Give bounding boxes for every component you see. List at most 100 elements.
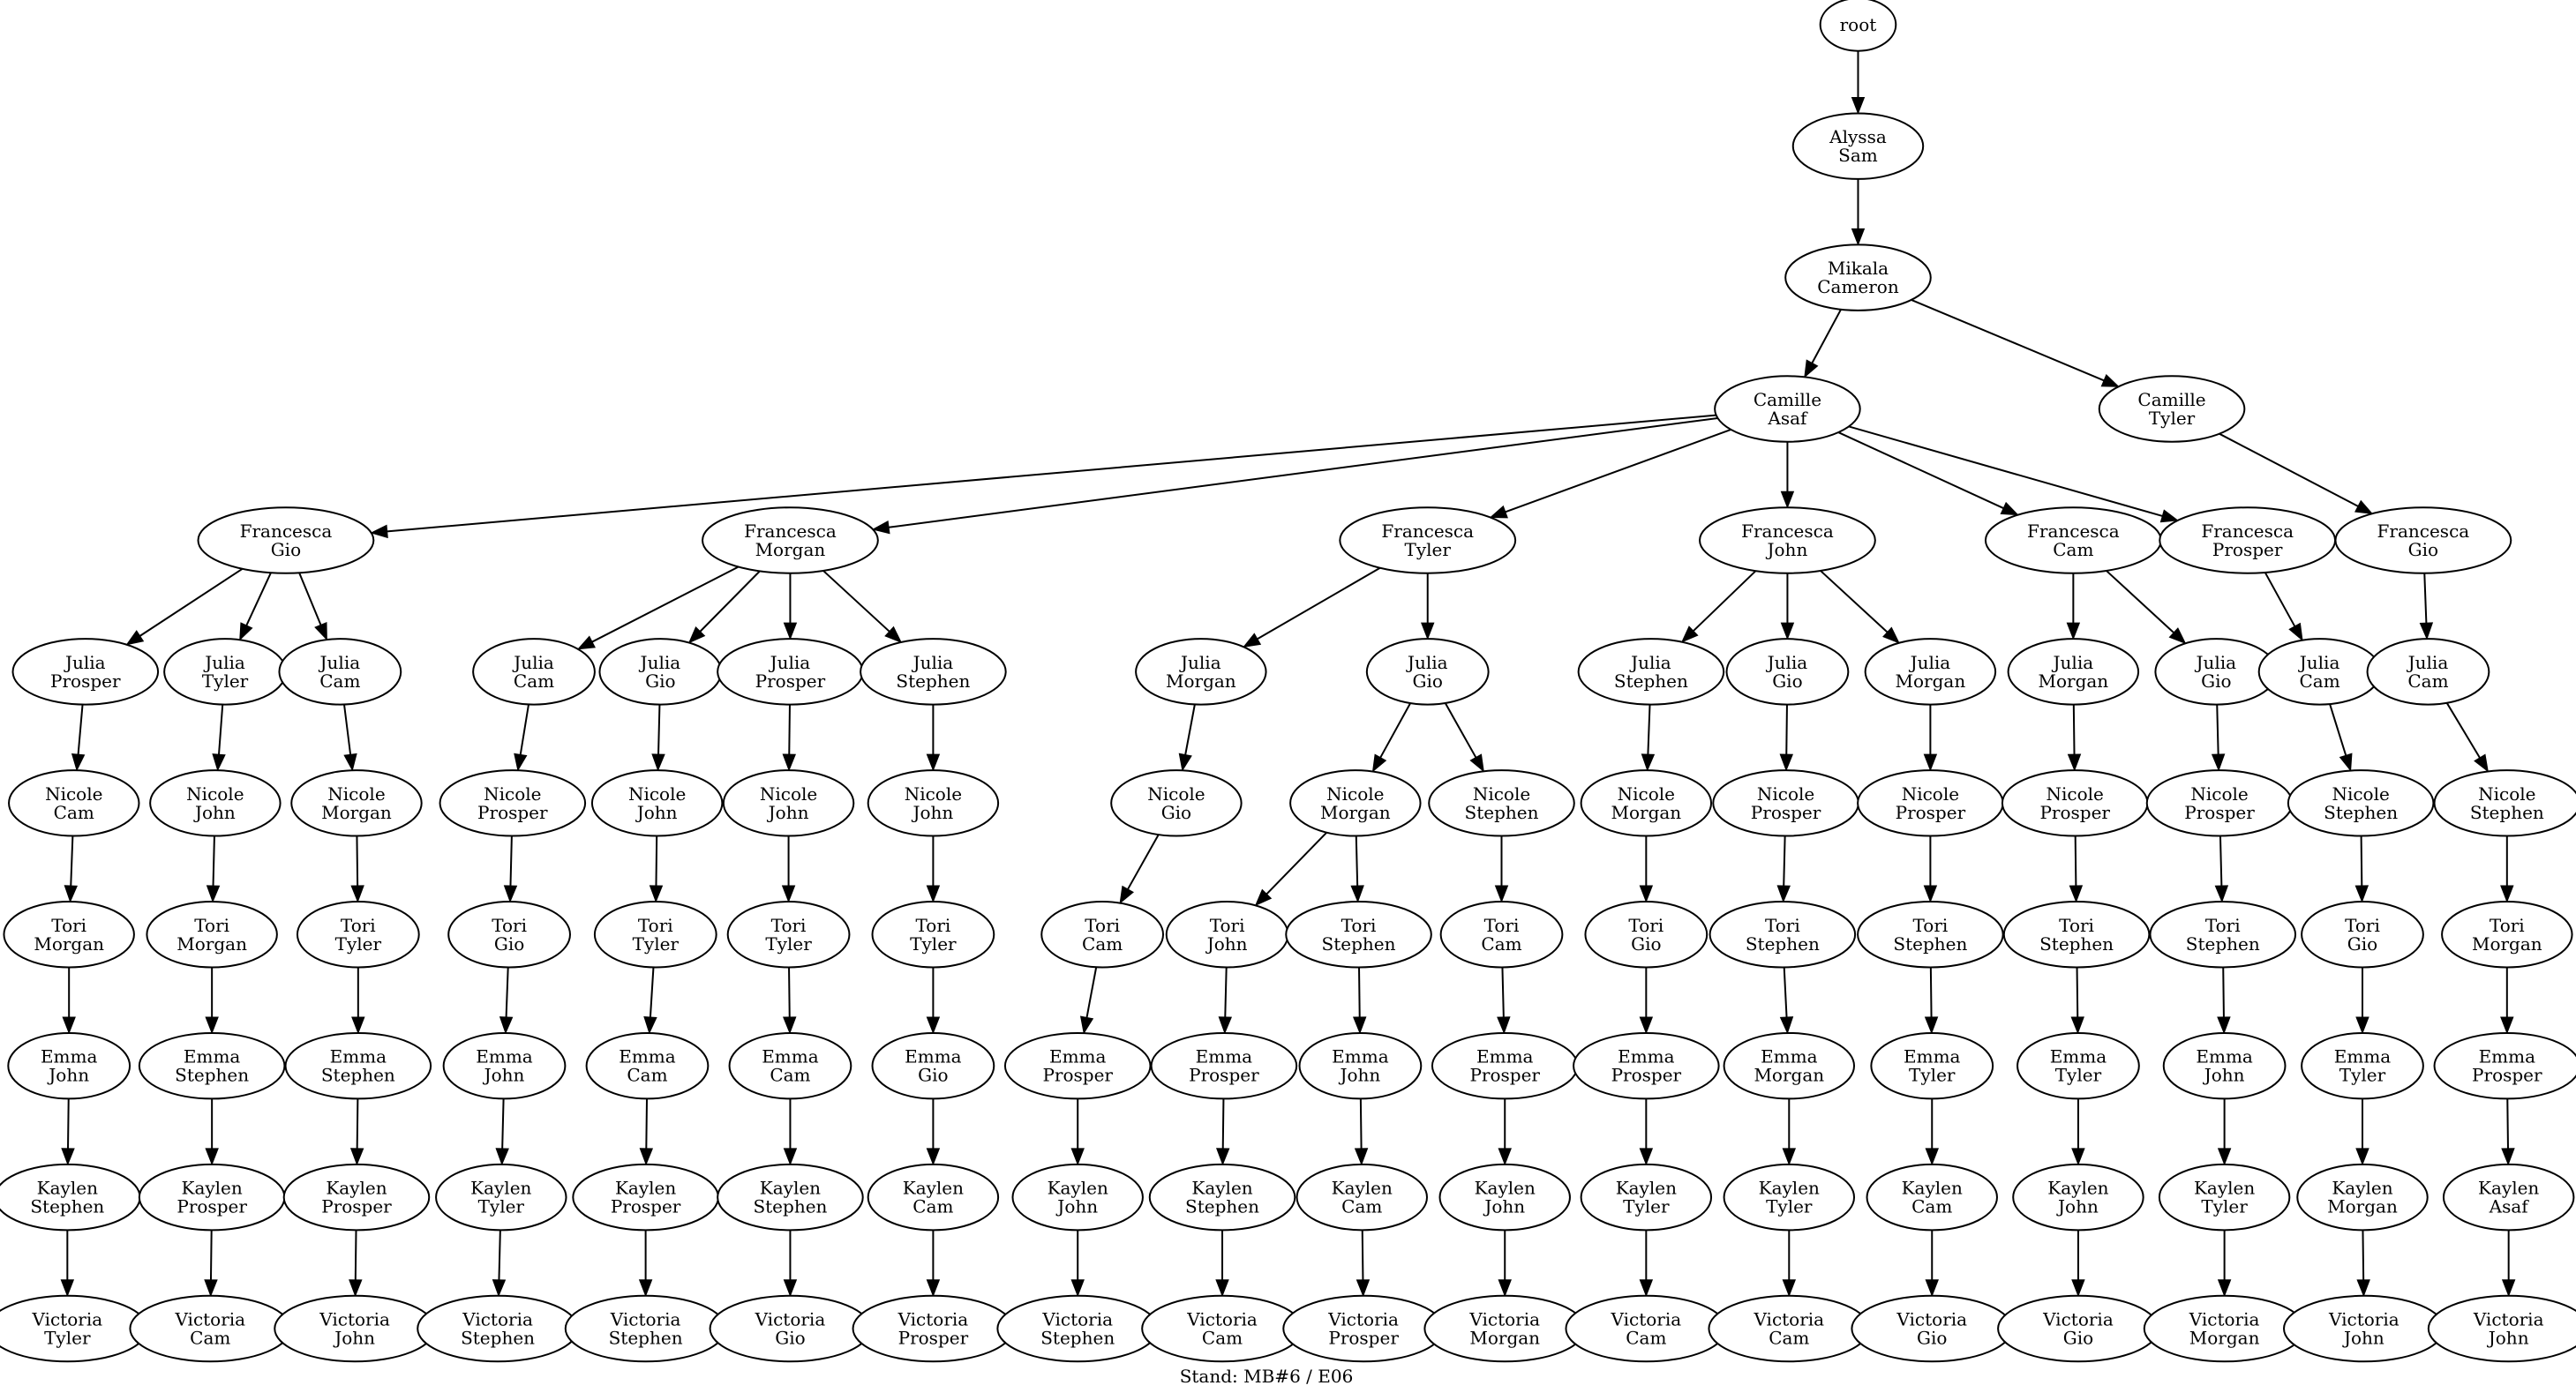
edge-line [2219,835,2223,887]
node-label-first-name: Tori [2345,915,2380,936]
node-label-partner-name: Stephen [2186,933,2260,955]
node-label-partner-name: Asaf [1767,408,1808,429]
arrowhead-icon [62,1016,76,1035]
edge-line [1085,967,1098,1018]
node-label-partner-name: John [2487,1328,2529,1349]
node-label-first-name: Victoria [1041,1309,1113,1330]
edge-line [888,416,1718,528]
arrowhead-icon [205,1148,219,1166]
tree-edge [782,704,796,772]
edge-line [209,1230,213,1280]
node-ellipse [2007,638,2140,706]
node-ellipse [2287,769,2435,837]
tree-edge [71,704,86,772]
node-label-first-name: Victoria [755,1309,826,1330]
tree-edge [1498,1098,1512,1166]
tree-edge [1498,1230,1512,1298]
arrowhead-icon [783,1148,798,1166]
tree-edge [2217,967,2231,1035]
arrowhead-icon [871,521,890,535]
arrowhead-icon [926,1279,941,1298]
edge-line [2329,703,2347,756]
node-label-partner-name: Stephen [2039,933,2114,955]
node-label-partner-name: Prosper [2184,802,2255,823]
node-ellipse [439,769,587,837]
node-label-partner-name: Stephen [2324,802,2398,823]
node-ellipse [197,506,375,574]
node-label-first-name: Francesca [240,521,333,542]
tree-edge [2071,1230,2085,1298]
node-label-partner-name: Cam [2299,670,2339,692]
tree-edge [1780,573,1795,640]
edge-line [1221,1098,1225,1149]
edge-line [591,565,740,643]
node-label-first-name: Julia [1629,652,1671,673]
tree-edge [926,1098,941,1166]
node-label-first-name: Victoria [2042,1309,2114,1330]
edge-line [655,835,658,887]
node-label-partner-name: John [2203,1065,2245,1086]
node-label-partner-name: Gio [2347,933,2377,955]
diagram-caption: Stand: MB#6 / E06 [1180,1366,1354,1387]
node-label-partner-name: John [767,802,809,823]
arrowhead-icon [926,753,941,772]
node-ellipse [447,901,571,969]
node-label-first-name: Tori [492,915,527,936]
arrowhead-icon [638,1279,653,1298]
node-label-first-name: Nicole [760,783,817,805]
node-label-first-name: Nicole [1618,783,1675,805]
node-ellipse [1864,638,1997,706]
arrowhead-icon [639,1148,654,1166]
node-label-partner-name: Morgan [2039,670,2109,692]
node-label-first-name: Victoria [1186,1309,1258,1330]
node-ellipse [1723,1163,1856,1232]
arrowhead-icon [1851,96,1866,115]
node-ellipse [290,769,423,837]
node-ellipse [2016,1031,2140,1100]
node-ellipse [435,1163,567,1232]
arrowhead-icon [687,625,706,644]
arrowhead-icon [1119,885,1134,904]
edge-line [505,967,509,1018]
arrowhead-icon [495,1148,509,1166]
node-label-first-name: Nicole [1326,783,1384,805]
node-label-first-name: Nicole [2047,783,2104,805]
tree-edge [643,967,657,1035]
tree-edge [206,835,221,903]
edge-line [2264,572,2296,627]
tree-edge [1779,704,1793,772]
node-label-partner-name: Stephen [1465,802,1539,823]
node-label-first-name: Francesca [2377,521,2470,542]
tree-edge [2217,1098,2232,1166]
node-label-first-name: Nicole [327,783,385,805]
node-label-partner-name: Tyler [765,933,812,955]
tree-edge [1925,1230,1939,1298]
node-label-partner-name: Cam [54,802,94,823]
arrowhead-icon [61,1148,75,1166]
node-label-first-name: Tori [194,915,229,936]
edge-line [1501,967,1505,1017]
edge-line [70,835,74,887]
node-label-partner-name: Morgan [1896,670,1966,692]
node-label-partner-name: Prosper [1611,1065,1682,1086]
node-label-first-name: Kaylen [760,1178,821,1199]
tree-edge [351,967,365,1035]
arrowhead-icon [1178,753,1192,772]
tree-edge [343,704,357,772]
node-label-first-name: Emma [1196,1046,1253,1067]
